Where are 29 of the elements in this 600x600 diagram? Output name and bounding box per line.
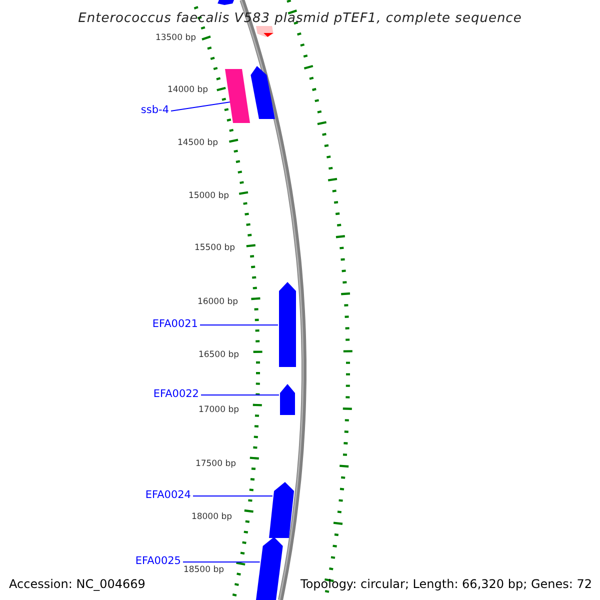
tick-label: 17500 bp (195, 459, 236, 469)
leader-line (200, 324, 278, 326)
tick-label: 14500 bp (177, 138, 218, 148)
tick-label: 18000 bp (191, 512, 232, 522)
tick-label: 15500 bp (194, 243, 235, 253)
tick-label: 14000 bp (167, 85, 208, 95)
leader-line (170, 102, 231, 112)
leader-line (200, 394, 280, 396)
sequence-info-text: Topology: circular; Length: 66,320 bp; Genes: 72 (300, 576, 592, 593)
gene-label: EFA0021 (152, 318, 198, 330)
tick-label: 15000 bp (188, 191, 229, 201)
gene-feature (225, 69, 250, 123)
tick-label: 16000 bp (197, 297, 238, 307)
gene-feature (279, 282, 296, 367)
gene-label: EFA0025 (135, 555, 181, 567)
gene-feature (280, 384, 295, 415)
accession-text: Accession: NC_004669 (9, 576, 146, 593)
tick-label: 13500 bp (155, 33, 196, 43)
gene-feature (269, 482, 295, 538)
gene-label: EFA0022 (153, 388, 199, 400)
gene-label: ssb-4 (140, 104, 169, 116)
gene-feature (217, 0, 234, 5)
gene-feature (249, 66, 275, 119)
gene-feature (256, 26, 274, 37)
gene-feature (256, 537, 284, 600)
gene-label: EFA0024 (145, 489, 191, 501)
tick-label: 16500 bp (198, 350, 239, 360)
tick-label: 18500 bp (183, 565, 224, 575)
tick-label: 17000 bp (198, 405, 239, 415)
